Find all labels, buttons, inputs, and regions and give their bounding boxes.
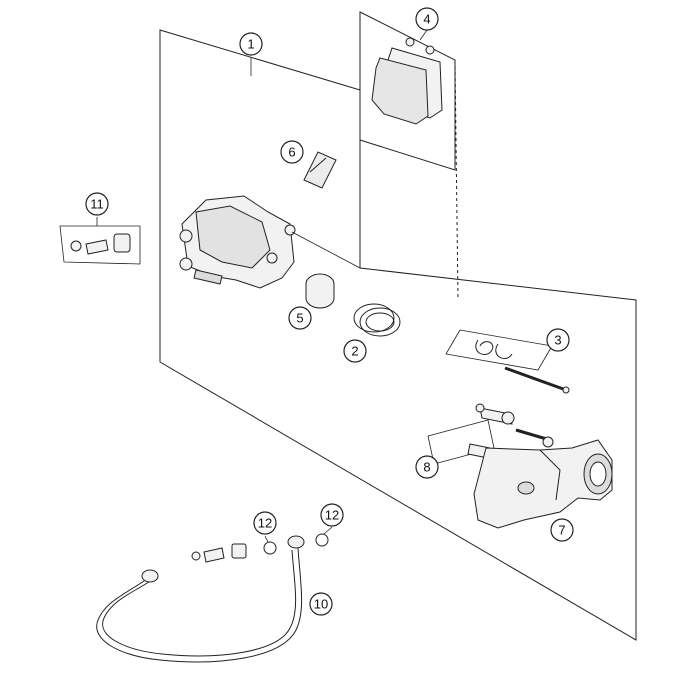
callout-c3: 3: [546, 328, 570, 352]
pad-hole-2: [425, 45, 435, 55]
callout-label: 3: [554, 333, 561, 348]
piston: [305, 273, 335, 309]
callout-c1: 1: [239, 32, 263, 56]
pad-guide-dashed-line: [454, 59, 459, 301]
callout-label: 5: [296, 311, 303, 326]
callout-c10: 10: [309, 592, 333, 616]
brake-pad-front: [371, 57, 429, 125]
caliper-axis-line: [291, 231, 361, 269]
pad-hole-1: [405, 37, 415, 47]
callout-circle: [85, 192, 109, 216]
callout-circle: [309, 592, 333, 616]
callout-c6: 6: [280, 140, 304, 164]
leader-lines: [96, 29, 428, 543]
sealing-washer-2: [315, 533, 329, 547]
brake-pads: [371, 37, 443, 125]
callout-c5: 5: [288, 306, 312, 330]
callout-label: 7: [558, 523, 565, 538]
callout-circle: [415, 455, 439, 479]
callout-label: 6: [288, 145, 295, 160]
callout-label: 8: [423, 460, 430, 475]
bleeder-kit: [59, 225, 141, 265]
pad-spring: [303, 151, 337, 189]
callout-circle: [288, 306, 312, 330]
callout-label: 11: [90, 197, 104, 212]
callout-circle: [320, 503, 344, 527]
callout-circle: [415, 7, 439, 31]
callout-c12b: 12: [320, 503, 344, 527]
pad-set-outline: [359, 11, 456, 171]
callout-label: 2: [351, 344, 358, 359]
piston-seal-kit: [353, 303, 401, 337]
callout-c7: 7: [550, 518, 574, 542]
caliper-body: [179, 195, 296, 289]
callout-label: 4: [423, 12, 430, 27]
callout-c12a: 12: [253, 511, 277, 535]
callout-c11: 11: [85, 192, 109, 216]
caliper-bracket: [473, 439, 613, 529]
callout-circle: [546, 328, 570, 352]
callout-circle: [343, 339, 367, 363]
pad-pin-clip-set: [445, 329, 570, 394]
group-outlines: [159, 11, 637, 641]
callout-label: 12: [325, 508, 339, 523]
callout-label: 12: [258, 516, 272, 531]
hose-fittings: [191, 533, 329, 563]
callout-c4: 4: [415, 7, 439, 31]
callout-circle: [550, 518, 574, 542]
callout-circle: [280, 140, 304, 164]
callout-label: 1: [247, 37, 254, 52]
callout-c2: 2: [343, 339, 367, 363]
sealing-washer-1: [263, 541, 277, 555]
callout-c8: 8: [415, 455, 439, 479]
callout-label: 10: [314, 597, 328, 612]
callout-circle: [239, 32, 263, 56]
callout-circle: [253, 511, 277, 535]
brake-hose: [96, 535, 305, 663]
